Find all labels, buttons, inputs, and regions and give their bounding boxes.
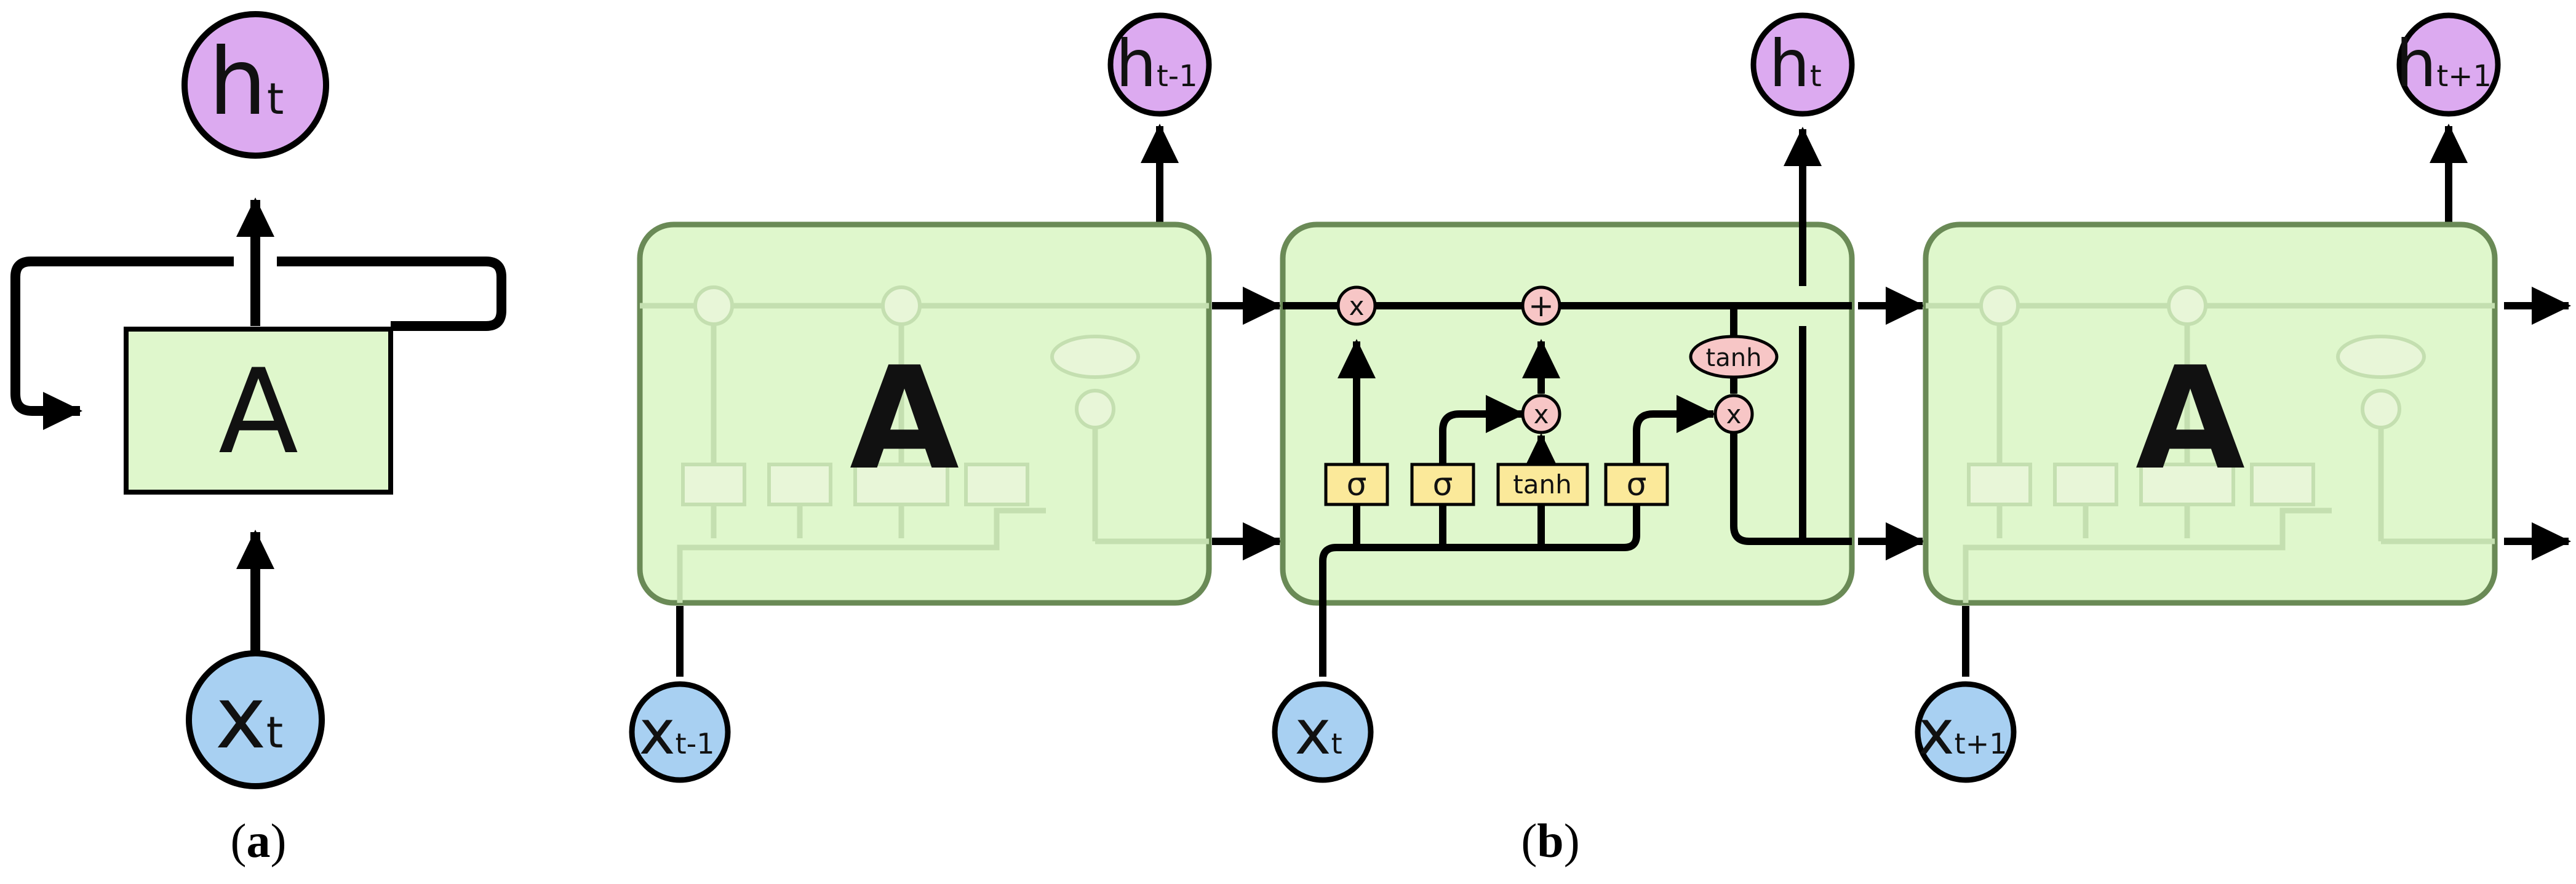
sigma-forget-gate: σ xyxy=(1324,463,1389,506)
lstm-cell-t: σ σ tanh σ x + xyxy=(1272,12,1855,783)
rnn-cell-label: A xyxy=(218,344,298,480)
add-op: + xyxy=(1521,285,1561,326)
recurrent-loop-arrow xyxy=(10,257,506,411)
lstm-cell-t-minus-1: A ht-1 xt-1 xyxy=(629,12,1212,783)
svg-text:x: x xyxy=(1349,291,1365,321)
input-node-xt xyxy=(186,650,325,789)
output-node-label-t-plus-1: ht+1 xyxy=(2396,26,2492,102)
input-path-t xyxy=(1319,498,1640,677)
panel-a: A ht xt (a) xyxy=(10,11,506,867)
output-node-ht-plus-1 xyxy=(2396,12,2501,117)
faded-gates-t-minus-1 xyxy=(681,285,1140,506)
lstm-cell-label-t-plus-1: A xyxy=(2135,337,2245,501)
output-gate-arrow xyxy=(1633,395,1716,486)
lstm-cell-box-t-minus-1 xyxy=(637,221,1212,606)
output-node-ht xyxy=(181,11,329,159)
caption-a: (a) xyxy=(231,814,287,867)
svg-text:x: x xyxy=(1534,399,1549,429)
input-node-label-t: xt xyxy=(1294,696,1342,768)
output-node-label: ht xyxy=(209,29,284,136)
svg-text:+: + xyxy=(1528,288,1554,324)
svg-text:tanh: tanh xyxy=(1513,469,1571,500)
faded-gates-t-plus-1 xyxy=(1967,285,2426,506)
input-gate-arrow xyxy=(1439,395,1525,548)
input-node-xt-b xyxy=(1272,681,1374,783)
hidden-out-path xyxy=(1730,431,1852,545)
panel-b: A ht-1 xt-1 xyxy=(629,12,2571,867)
output-node-label-t: ht xyxy=(1769,26,1821,102)
lstm-cell-box-t-plus-1 xyxy=(1923,221,2498,606)
cell-tanh-op: tanh xyxy=(1689,335,1779,379)
sigma-input-gate: σ xyxy=(1410,463,1475,506)
input-node-xt-plus-1 xyxy=(1915,681,2017,783)
input-node-label-t-plus-1: xt+1 xyxy=(1918,696,2007,768)
lstm-cell-t-plus-1: A ht+1 xt+1 xyxy=(1915,12,2501,783)
lstm-cell-label-t-minus-1: A xyxy=(850,337,959,501)
output-multiply-op: x xyxy=(1713,394,1754,434)
svg-text:σ: σ xyxy=(1627,466,1647,503)
svg-text:σ: σ xyxy=(1347,466,1367,503)
output-node-ht-b xyxy=(1750,12,1855,117)
input-node-label-t-minus-1: xt-1 xyxy=(639,696,714,768)
svg-text:σ: σ xyxy=(1433,466,1453,503)
lstm-cell-box-t xyxy=(1280,221,1855,606)
input-node-xt-minus-1 xyxy=(629,681,731,783)
output-node-label-t-minus-1: ht-1 xyxy=(1115,26,1197,102)
input-multiply-op: x xyxy=(1521,394,1561,434)
forget-multiply-op: x xyxy=(1336,285,1377,326)
svg-text:x: x xyxy=(1726,399,1742,429)
sigma-output-gate: σ xyxy=(1604,463,1669,506)
rnn-cell-box xyxy=(124,327,393,495)
caption-b: (b) xyxy=(1521,814,1579,867)
output-node-ht-minus-1 xyxy=(1107,12,1212,117)
svg-text:tanh: tanh xyxy=(1706,344,1762,372)
input-node-label: xt xyxy=(215,668,283,768)
tanh-gate: tanh xyxy=(1496,463,1589,506)
